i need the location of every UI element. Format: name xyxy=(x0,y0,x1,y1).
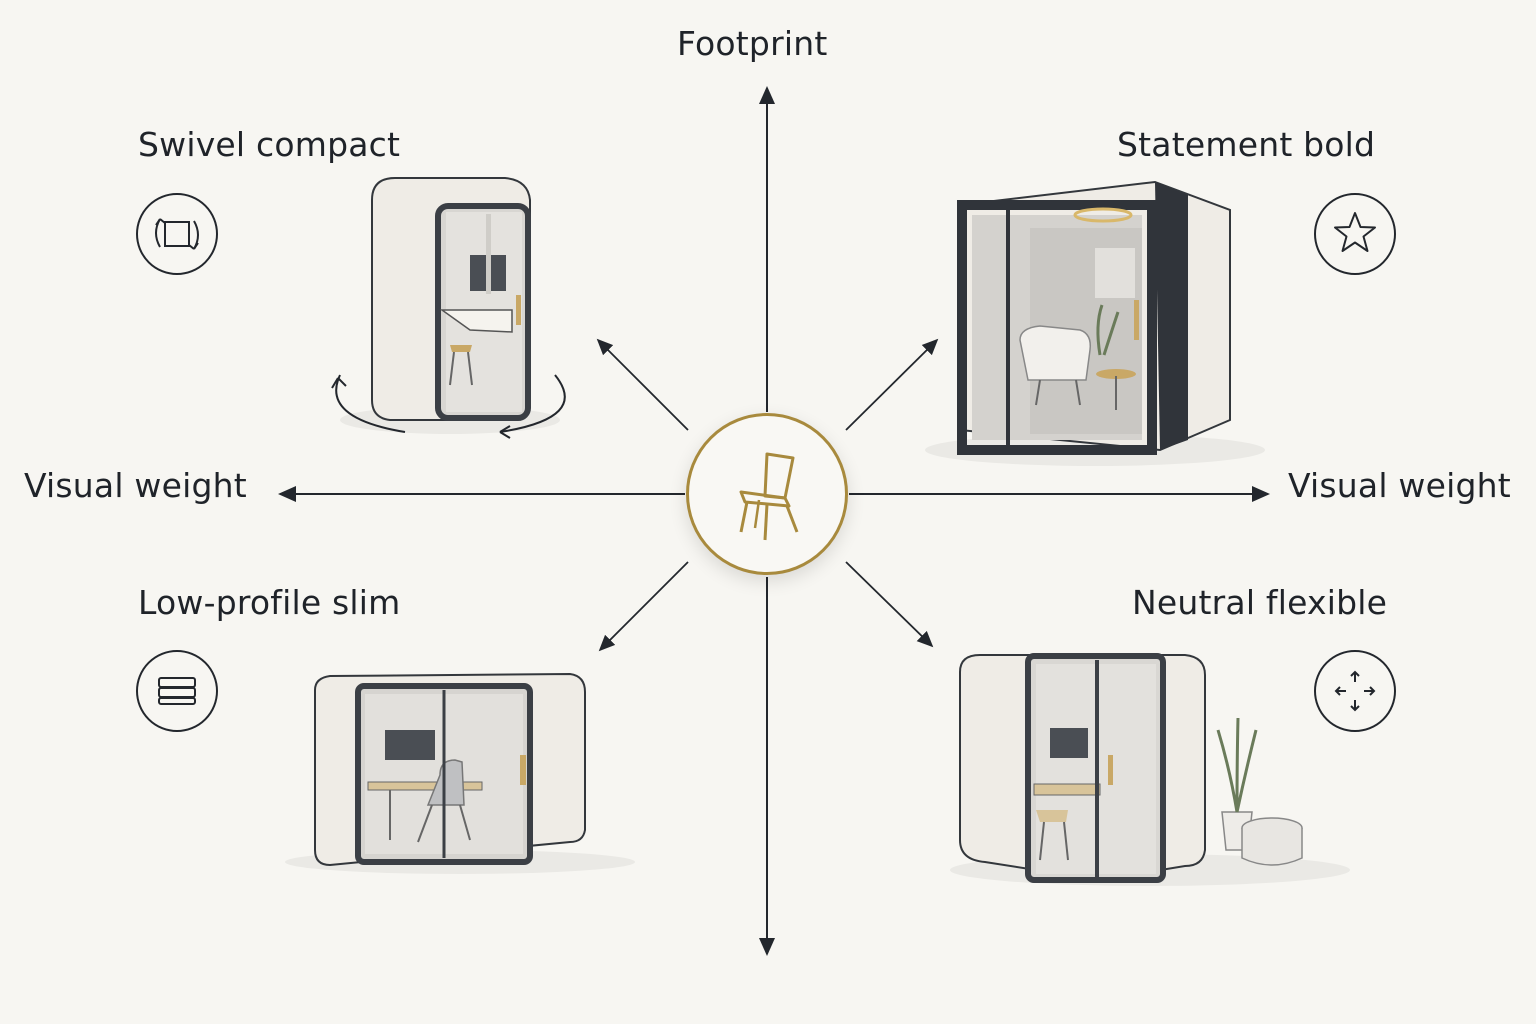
quadrant-label-low-profile-slim: Low-profile slim xyxy=(138,583,401,622)
low-profile-slim-pod xyxy=(285,672,635,874)
neutral-flexible-pod xyxy=(950,653,1350,886)
diagonal-arrow-bl xyxy=(598,561,689,652)
quadrant-label-swivel-compact: Swivel compact xyxy=(138,125,401,164)
quadrant-label-neutral-flexible: Neutral flexible xyxy=(1132,583,1388,622)
layers-icon xyxy=(136,650,218,732)
rotate-square-icon xyxy=(136,193,218,275)
axis-label-footprint: Footprint xyxy=(677,24,828,63)
diagonal-arrow-tr xyxy=(845,338,939,431)
swivel-compact-pod xyxy=(331,177,566,439)
star-icon xyxy=(1314,193,1396,275)
quadrant-label-statement-bold: Statement bold xyxy=(1117,125,1376,164)
diagonal-arrow-tl xyxy=(596,338,689,431)
move-arrows-icon xyxy=(1314,650,1396,732)
diagonal-arrow-br xyxy=(845,561,934,648)
chair-icon xyxy=(739,452,799,541)
statement-bold-pod xyxy=(925,180,1265,466)
axis-label-visual-weight-left: Visual weight xyxy=(24,466,247,505)
center-hub xyxy=(686,413,848,575)
axis-label-visual-weight-right: Visual weight xyxy=(1288,466,1511,505)
